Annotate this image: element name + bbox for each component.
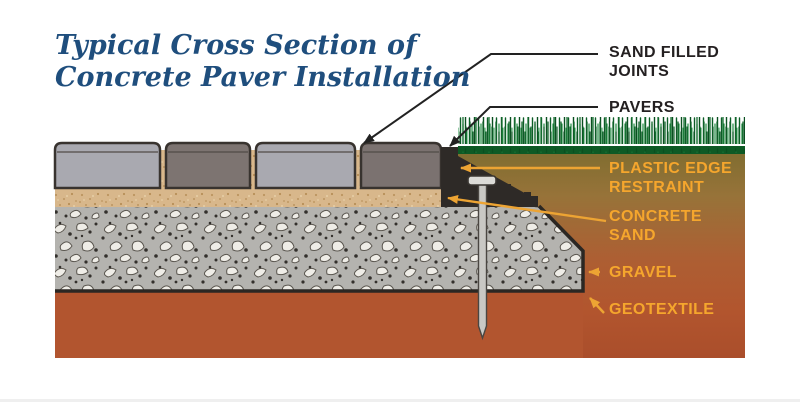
leader-pavers — [449, 106, 598, 147]
pavers — [53, 141, 443, 190]
paver-3 — [254, 141, 357, 190]
label-text: CONCRETE — [609, 208, 702, 225]
label-gravel: GRAVEL — [609, 263, 677, 282]
label-text: GRAVEL — [609, 264, 677, 281]
label-geotextile: GEOTEXTILE — [609, 300, 714, 319]
leader-geotextile — [589, 297, 605, 314]
gravel-layer — [55, 207, 583, 291]
label-text: PAVERS — [609, 99, 675, 116]
grass — [458, 117, 745, 154]
page-title: Typical Cross Section of Concrete Paver … — [55, 30, 470, 94]
label-text: SAND FILLED — [609, 44, 720, 61]
leader-sand-filled-joints — [363, 53, 598, 144]
title-line-1: Typical Cross Section of — [55, 30, 417, 61]
bottom-edge-divider — [0, 399, 800, 402]
geotextile-fabric — [55, 204, 585, 293]
label-plastic-edge-restraint: PLASTIC EDGE RESTRAINT — [609, 159, 732, 197]
label-text: RESTRAINT — [609, 179, 705, 196]
title-line-2: Concrete Paver Installation — [55, 62, 471, 93]
spike — [467, 175, 497, 341]
label-text: SAND — [609, 227, 656, 244]
label-text: GEOTEXTILE — [609, 301, 715, 318]
label-pavers: PAVERS — [609, 98, 675, 117]
label-concrete-sand: CONCRETE SAND — [609, 207, 702, 245]
label-sand-filled-joints: SAND FILLED JOINTS — [609, 43, 719, 81]
leader-concrete-sand — [447, 194, 607, 223]
soil-left — [55, 291, 583, 358]
paver-4 — [359, 141, 443, 190]
paver-2 — [164, 141, 252, 190]
paver-1 — [53, 141, 162, 190]
label-text: JOINTS — [609, 63, 670, 80]
label-text: PLASTIC EDGE — [609, 160, 733, 177]
